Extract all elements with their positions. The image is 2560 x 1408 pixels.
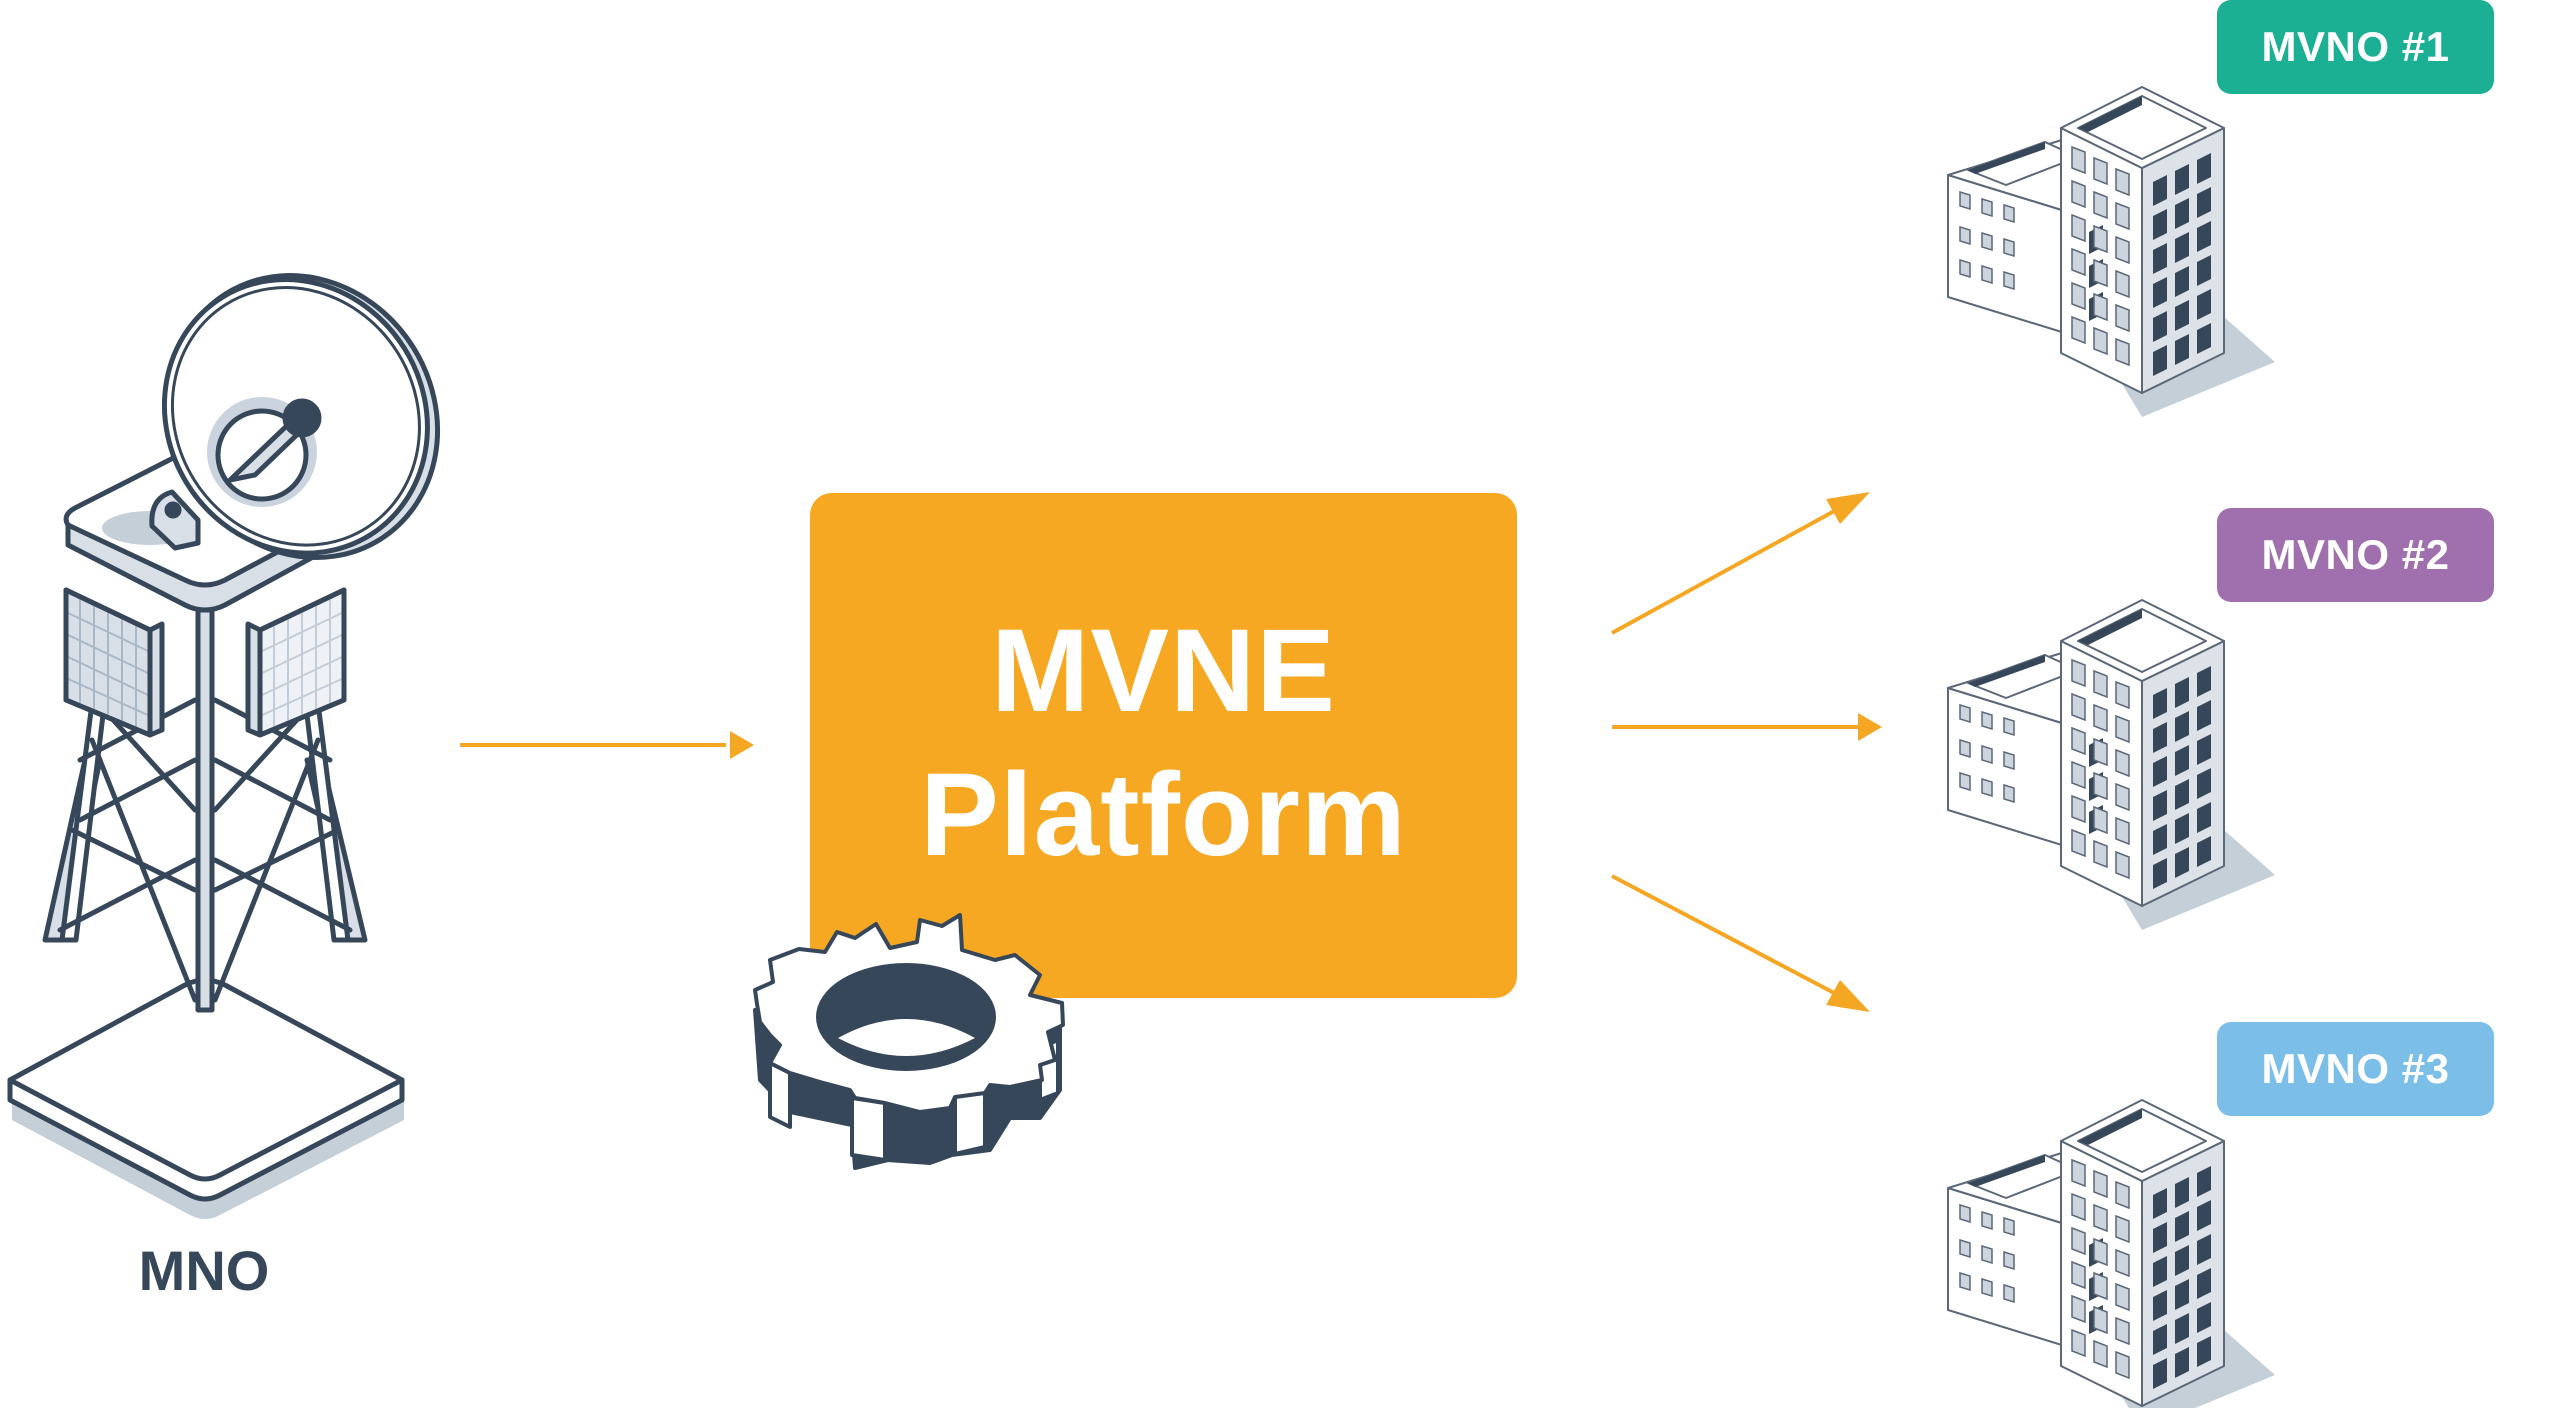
mvno-1-badge: MVNO #1 bbox=[2217, 0, 2494, 94]
mvno-2-badge: MVNO #2 bbox=[2217, 508, 2494, 602]
mvno-2-buildings-icon bbox=[1947, 599, 2276, 931]
antenna-panel-right bbox=[245, 587, 347, 738]
arrowhead-icon bbox=[1826, 980, 1870, 1012]
mvno-1-buildings-icon bbox=[1947, 86, 2276, 418]
arrowhead-icon bbox=[1858, 713, 1882, 741]
arrowhead-icon bbox=[730, 731, 754, 759]
dish-bolt bbox=[164, 501, 182, 519]
mvne-platform-box: MVNE Platform bbox=[810, 493, 1517, 998]
dish-feed-knob bbox=[282, 398, 322, 438]
mvno-3-label: MVNO #3 bbox=[2261, 1045, 2450, 1092]
tower-base-shadow bbox=[12, 1100, 404, 1219]
arrowhead-icon bbox=[1826, 492, 1870, 524]
dish-mount bbox=[149, 489, 201, 551]
tower-base-top bbox=[7, 977, 405, 1182]
antenna-panel-left bbox=[63, 587, 165, 738]
mno-label: MNO bbox=[138, 1239, 270, 1302]
platform-title-line-2: Platform bbox=[920, 749, 1407, 881]
mvno-1-label: MVNO #1 bbox=[2261, 23, 2450, 70]
radio-tower-icon bbox=[7, 273, 441, 1219]
platform-title-line-1: MVNE bbox=[991, 605, 1336, 737]
mvno-3-buildings-icon bbox=[1947, 1099, 2276, 1408]
gear-icon bbox=[753, 913, 1065, 1170]
arrow-platform-to-mvno-1 bbox=[1611, 507, 1839, 635]
mvno-3-badge: MVNO #3 bbox=[2217, 1022, 2494, 1116]
arrow-platform-to-mvno-3 bbox=[1611, 874, 1839, 997]
mvno-2-label: MVNO #2 bbox=[2261, 531, 2450, 578]
